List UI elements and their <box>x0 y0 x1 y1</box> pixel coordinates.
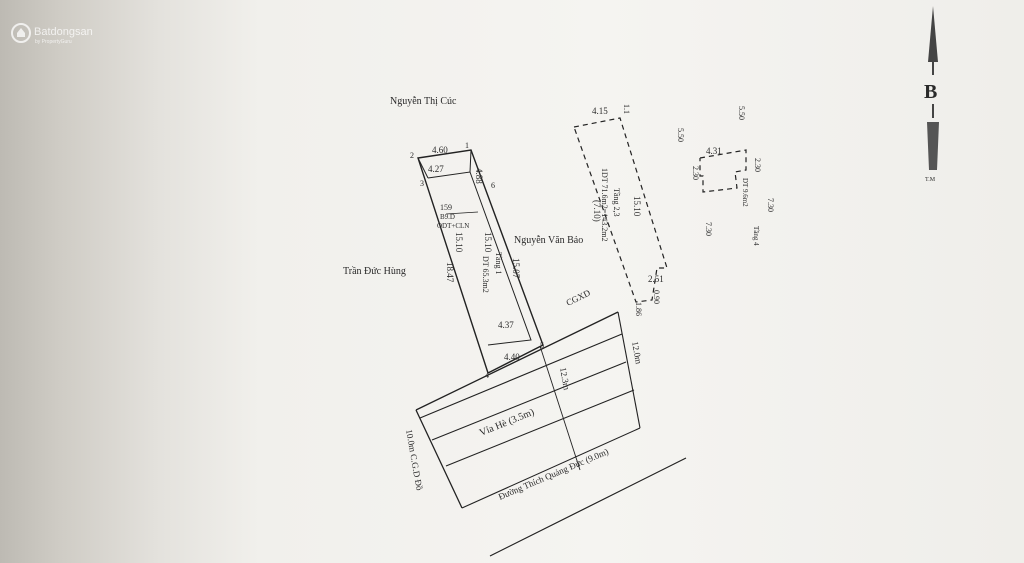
north-letter: B <box>924 81 937 103</box>
lot-area-label: DT 65.3m2 <box>481 256 490 293</box>
road-width-label: 12.3m <box>558 367 572 391</box>
building-top-dim: 4.15 <box>592 106 608 116</box>
lot-sheet: B9.D <box>440 213 455 221</box>
road-left-label: 10.0m C.G.D Đồ <box>404 429 425 492</box>
building-outline <box>573 117 668 303</box>
vertex-3: 3 <box>420 179 424 188</box>
building-floor-4: 4.31 5.50 5.50 2.30 2.30 DT 9.6m2 Tầng 4… <box>676 106 775 246</box>
north-arrow-top-icon <box>928 6 938 62</box>
building-bottom-dim: 2.51 <box>648 274 664 284</box>
owner-east: Nguyễn Văn Bảo <box>514 235 583 246</box>
watermark-logo-icon <box>11 23 31 43</box>
vertex-6: 6 <box>491 181 495 190</box>
lot-land-use: ODT+CLN <box>437 222 469 230</box>
lot-dim-top: 4.60 <box>432 145 448 155</box>
vertex-2: 2 <box>410 151 414 160</box>
sidewalk-label: Vỉa Hè (3.5m) <box>478 407 536 439</box>
floor4-right-dim: 5.50 <box>737 106 746 120</box>
lot-outline <box>417 149 544 374</box>
lot-dim-right-top: 4.88 <box>474 168 484 184</box>
lot-dim-left: 15.10 <box>454 232 464 253</box>
vertex-5: 5 <box>540 341 544 350</box>
building-edge-dim: 0.90 <box>652 290 661 304</box>
lot-inner-outline <box>427 171 532 346</box>
lot-dim-left-outer: 18.47 <box>445 262 455 283</box>
building-area-label: 1DT 71.6m2=143.2m2 <box>600 168 609 241</box>
owner-west: Trần Đức Hùng <box>343 266 406 277</box>
floor4-inner-right: 2.30 <box>753 158 762 172</box>
road-name: Đường Thích Quảng Đức (9.0m) <box>497 446 610 502</box>
north-arrow-bottom-icon <box>927 122 939 170</box>
lot-dim-bottom: 4.40 <box>504 352 520 362</box>
floor4-label: Tầng 4 <box>752 226 760 246</box>
watermark-tagline: by PropertyGuru <box>35 39 72 45</box>
floor4-inner-left: 2.30 <box>691 166 700 180</box>
lot-id: 159 <box>440 203 452 212</box>
building-floors: Tầng 2,3 <box>612 188 621 216</box>
lot-floor-label: Tầng 1 <box>494 252 503 274</box>
floor4-area-label: DT 9.6m2 <box>741 178 749 207</box>
road-right-label: 12.0m <box>630 341 644 365</box>
lot-dim-top-inner: 4.27 <box>428 164 444 174</box>
road: CGXD Vỉa Hè (3.5m) 12.3m 12.0m Đường Thí… <box>404 287 687 557</box>
building-side-dim: 15.10 <box>632 196 642 217</box>
lot-dim-right: 15.07 <box>511 258 521 279</box>
building-inner-dim: (7.10) <box>592 200 602 222</box>
building-corner-dim: 1.86 <box>634 302 643 316</box>
building-floors-2-3: 4.15 1.1 1DT 71.6m2=143.2m2 Tầng 2,3 (7.… <box>573 104 668 316</box>
south-label: T.M <box>925 177 936 183</box>
lot-dim-bottom-inner: 4.37 <box>498 320 514 330</box>
watermark: Batdongsan by PropertyGuru <box>11 23 93 45</box>
floor4-top-dim: 4.31 <box>706 146 722 156</box>
floor4-side-left: 7.30 <box>704 222 713 236</box>
owner-north: Nguyễn Thị Cúc <box>390 96 457 107</box>
watermark-brand: Batdongsan <box>34 26 93 38</box>
watermark-house-icon <box>17 28 25 37</box>
floor4-side-right: 7.30 <box>766 198 775 212</box>
north-arrow: B T.M <box>924 6 939 183</box>
cgxd-label: CGXD <box>564 287 592 307</box>
floor4-left-dim: 5.50 <box>676 128 685 142</box>
lot-parcel: 4.60 4.27 4.88 159 B9.D ODT+CLN 15.10 18… <box>410 141 544 380</box>
building-top-marker: 1.1 <box>622 104 631 114</box>
floor4-outline <box>699 149 747 193</box>
lot-dim-right-inner: 15.10 <box>483 232 493 253</box>
vertex-1: 1 <box>465 141 469 150</box>
